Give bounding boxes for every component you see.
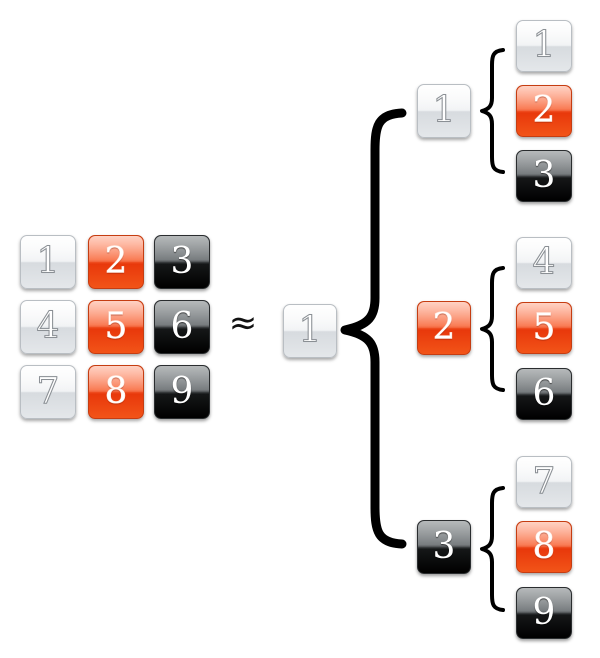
grid-tile-label: 5 xyxy=(104,306,128,347)
leaf-tile-1: 1 xyxy=(516,20,572,72)
leaf-tile-label: 1 xyxy=(532,25,556,66)
grid-tile-3: 3 xyxy=(154,235,210,289)
leaf-tile-7: 7 xyxy=(516,456,572,508)
grid-tile-label: 3 xyxy=(170,241,194,282)
leaf-tile-4: 4 xyxy=(516,237,572,289)
grid-tile-8: 8 xyxy=(88,365,144,419)
branch-tile-2: 2 xyxy=(417,301,471,355)
leaf-tile-3: 3 xyxy=(516,150,572,202)
branch-tile-label: 2 xyxy=(432,307,456,348)
branch-tile-label: 3 xyxy=(432,526,456,567)
leaf-tile-9: 9 xyxy=(516,587,572,639)
grid-tile-label: 7 xyxy=(36,371,60,412)
leaf-tile-2: 2 xyxy=(516,85,572,137)
root-tile: 1 xyxy=(283,304,337,358)
small-brace-3 xyxy=(480,486,505,612)
leaf-tile-label: 4 xyxy=(532,242,556,283)
grid-tile-1: 1 xyxy=(20,235,76,289)
small-brace-2 xyxy=(480,266,505,392)
approx-symbol: ≈ xyxy=(228,303,258,343)
grid-tile-4: 4 xyxy=(20,300,76,354)
leaf-tile-label: 3 xyxy=(532,155,556,196)
leaf-tile-label: 7 xyxy=(532,461,556,502)
small-brace-1 xyxy=(480,48,505,174)
grid-tile-label: 6 xyxy=(170,306,194,347)
grid-tile-label: 9 xyxy=(170,371,194,412)
grid-tile-label: 2 xyxy=(104,241,128,282)
leaf-tile-8: 8 xyxy=(516,521,572,573)
branch-tile-label: 1 xyxy=(432,90,456,131)
branch-tile-3: 3 xyxy=(417,520,471,574)
leaf-tile-5: 5 xyxy=(516,302,572,354)
grid-tile-9: 9 xyxy=(154,365,210,419)
leaf-tile-label: 2 xyxy=(532,90,556,131)
leaf-tile-6: 6 xyxy=(516,368,572,420)
branch-tile-1: 1 xyxy=(417,84,471,138)
leaf-tile-label: 6 xyxy=(532,373,556,414)
grid-tile-2: 2 xyxy=(88,235,144,289)
leaf-tile-label: 8 xyxy=(532,526,556,567)
grid-tile-7: 7 xyxy=(20,365,76,419)
grid-tile-label: 1 xyxy=(36,241,60,282)
grid-tile-label: 8 xyxy=(104,371,128,412)
root-tile-label: 1 xyxy=(298,310,322,351)
big-brace xyxy=(340,108,407,549)
leaf-tile-label: 9 xyxy=(532,592,556,633)
grid-tile-6: 6 xyxy=(154,300,210,354)
grid-tile-label: 4 xyxy=(36,306,60,347)
grid-tile-5: 5 xyxy=(88,300,144,354)
leaf-tile-label: 5 xyxy=(532,307,556,348)
